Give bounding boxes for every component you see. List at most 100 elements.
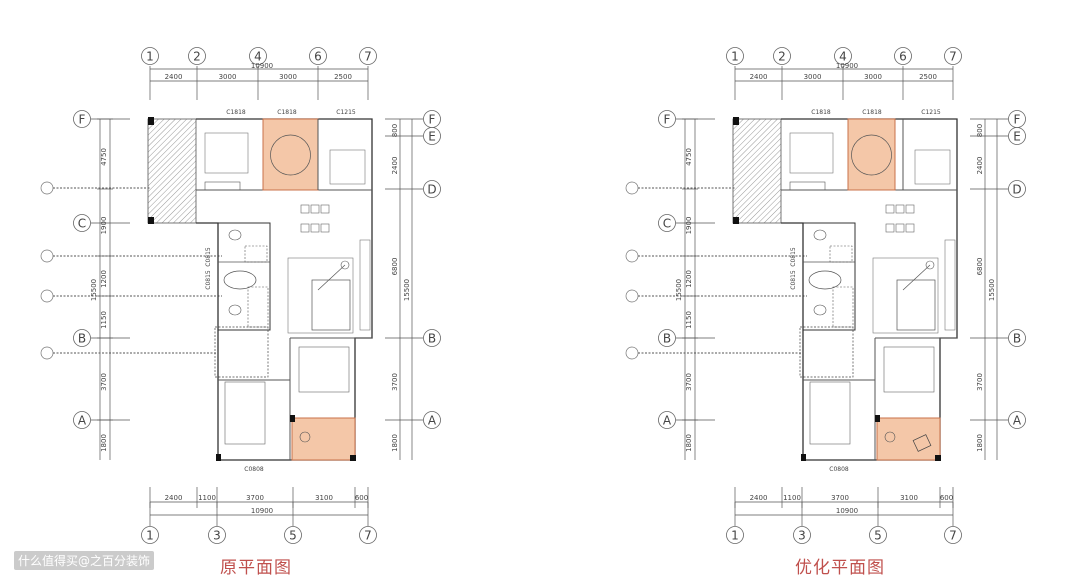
axis-6-label: 6 [314,50,322,64]
row-A-right-label: A [428,414,437,428]
row-F-bubble [73,110,91,128]
axis-1-label: 1 [731,529,739,543]
vanity-dashed [832,286,854,328]
left-dimension: 1800 [685,434,693,452]
highlighted-bedroom [262,118,319,191]
row-B-label: B [78,332,86,346]
axis-6-bubble [309,47,327,65]
section-marker-icon [625,249,639,263]
right-dimension: 800 [391,124,399,137]
closet [789,181,826,191]
bathroom-block [217,222,271,331]
bed-icon [224,381,266,445]
right-total-dimension: 15500 [988,279,996,301]
axis-7-label: 7 [949,50,957,64]
window-label: C1215 [336,109,356,116]
dining-chair-icon [905,223,915,233]
left-dimension: 4750 [100,148,108,166]
row-F-label: F [79,113,86,127]
column [733,217,739,224]
right-dimension: 1800 [391,434,399,452]
chair-icon [299,431,311,443]
axis-4-label: 4 [839,50,847,64]
axis-1-bubble [726,526,744,544]
axis-2-label: 2 [193,50,201,64]
right-dimension: 2400 [391,157,399,175]
bottom-segment-dimension: 600 [355,494,368,502]
section-marker-icon [625,346,639,360]
axis-1-label: 1 [731,50,739,64]
top-segment-dimension: 2400 [165,73,183,81]
top-segment-dimension: 3000 [279,73,297,81]
dining-chair-icon [885,223,895,233]
bed-icon-2 [883,346,935,393]
bottom-segment-dimension: 3100 [900,494,918,502]
window-label: C0815 [790,270,797,290]
axis-7-label: 7 [364,50,372,64]
watermark: 什么值得买@之百分装饰 [14,551,155,570]
dining-chair-icon [895,223,905,233]
axis-7-bubble [359,47,377,65]
right-dimension: 2400 [976,157,984,175]
column [350,455,356,461]
toilet-icon [813,304,827,316]
section-marker-icon [40,249,54,263]
row-C-bubble [658,214,676,232]
right-dimension: 3700 [391,373,399,391]
left-dimension: 1150 [100,311,108,329]
axis-1-bubble [141,526,159,544]
toilet-icon [813,229,827,241]
closet [204,181,241,191]
axis-3-label: 3 [798,529,806,543]
row-C-label: C [663,217,671,231]
bed-icon [809,381,851,445]
axis-7-bubble [944,526,962,544]
dining-chair-icon [310,223,320,233]
bed-icon [204,132,249,174]
hatched-balcony [147,118,197,224]
axis-3-bubble [793,526,811,544]
left-dimension: 3700 [100,373,108,391]
column [148,117,154,125]
dining-chair-icon [300,204,310,214]
window-label: C1818 [811,109,831,116]
axis-7-bubble [359,526,377,544]
axis-6-bubble [894,47,912,65]
section-marker-icon [625,289,639,303]
row-A-label: A [78,414,87,428]
left-dimension: 1800 [100,434,108,452]
chair-icon [884,431,896,443]
bottom-segment-dimension: 1100 [783,494,801,502]
kitchen-counter [914,149,951,185]
row-E-right-bubble [1008,127,1026,145]
axis-1-label: 1 [146,50,154,64]
bottom-segment-dimension: 3700 [831,494,849,502]
sofa-icon [311,279,351,331]
hatched-balcony [732,118,782,224]
bottom-segment-dimension: 2400 [750,494,768,502]
axis-2-bubble [188,47,206,65]
row-E-right-label: E [428,130,436,144]
right-dimension: 800 [976,124,984,137]
top-segment-dimension: 3000 [804,73,822,81]
left-dimension: 1900 [685,217,693,235]
kitchen-counter [329,149,366,185]
window-label: C0815 [205,270,212,290]
wardrobe [359,239,371,331]
right-dimension: 1800 [976,434,984,452]
optimized-plan-title: 优化平面图 [795,558,885,578]
vanity-dashed [247,286,269,328]
left-total-dimension: 15500 [675,279,683,301]
axis-7-bubble [944,47,962,65]
window-label: C0808 [829,466,849,473]
axis-4-bubble [834,47,852,65]
walk-in-closet-dashed [214,326,269,378]
axis-7-label: 7 [949,529,957,543]
row-E-right-label: E [1013,130,1021,144]
right-dimension: 6800 [976,258,984,276]
row-B-right-label: B [1013,332,1021,346]
axis-3-bubble [208,526,226,544]
